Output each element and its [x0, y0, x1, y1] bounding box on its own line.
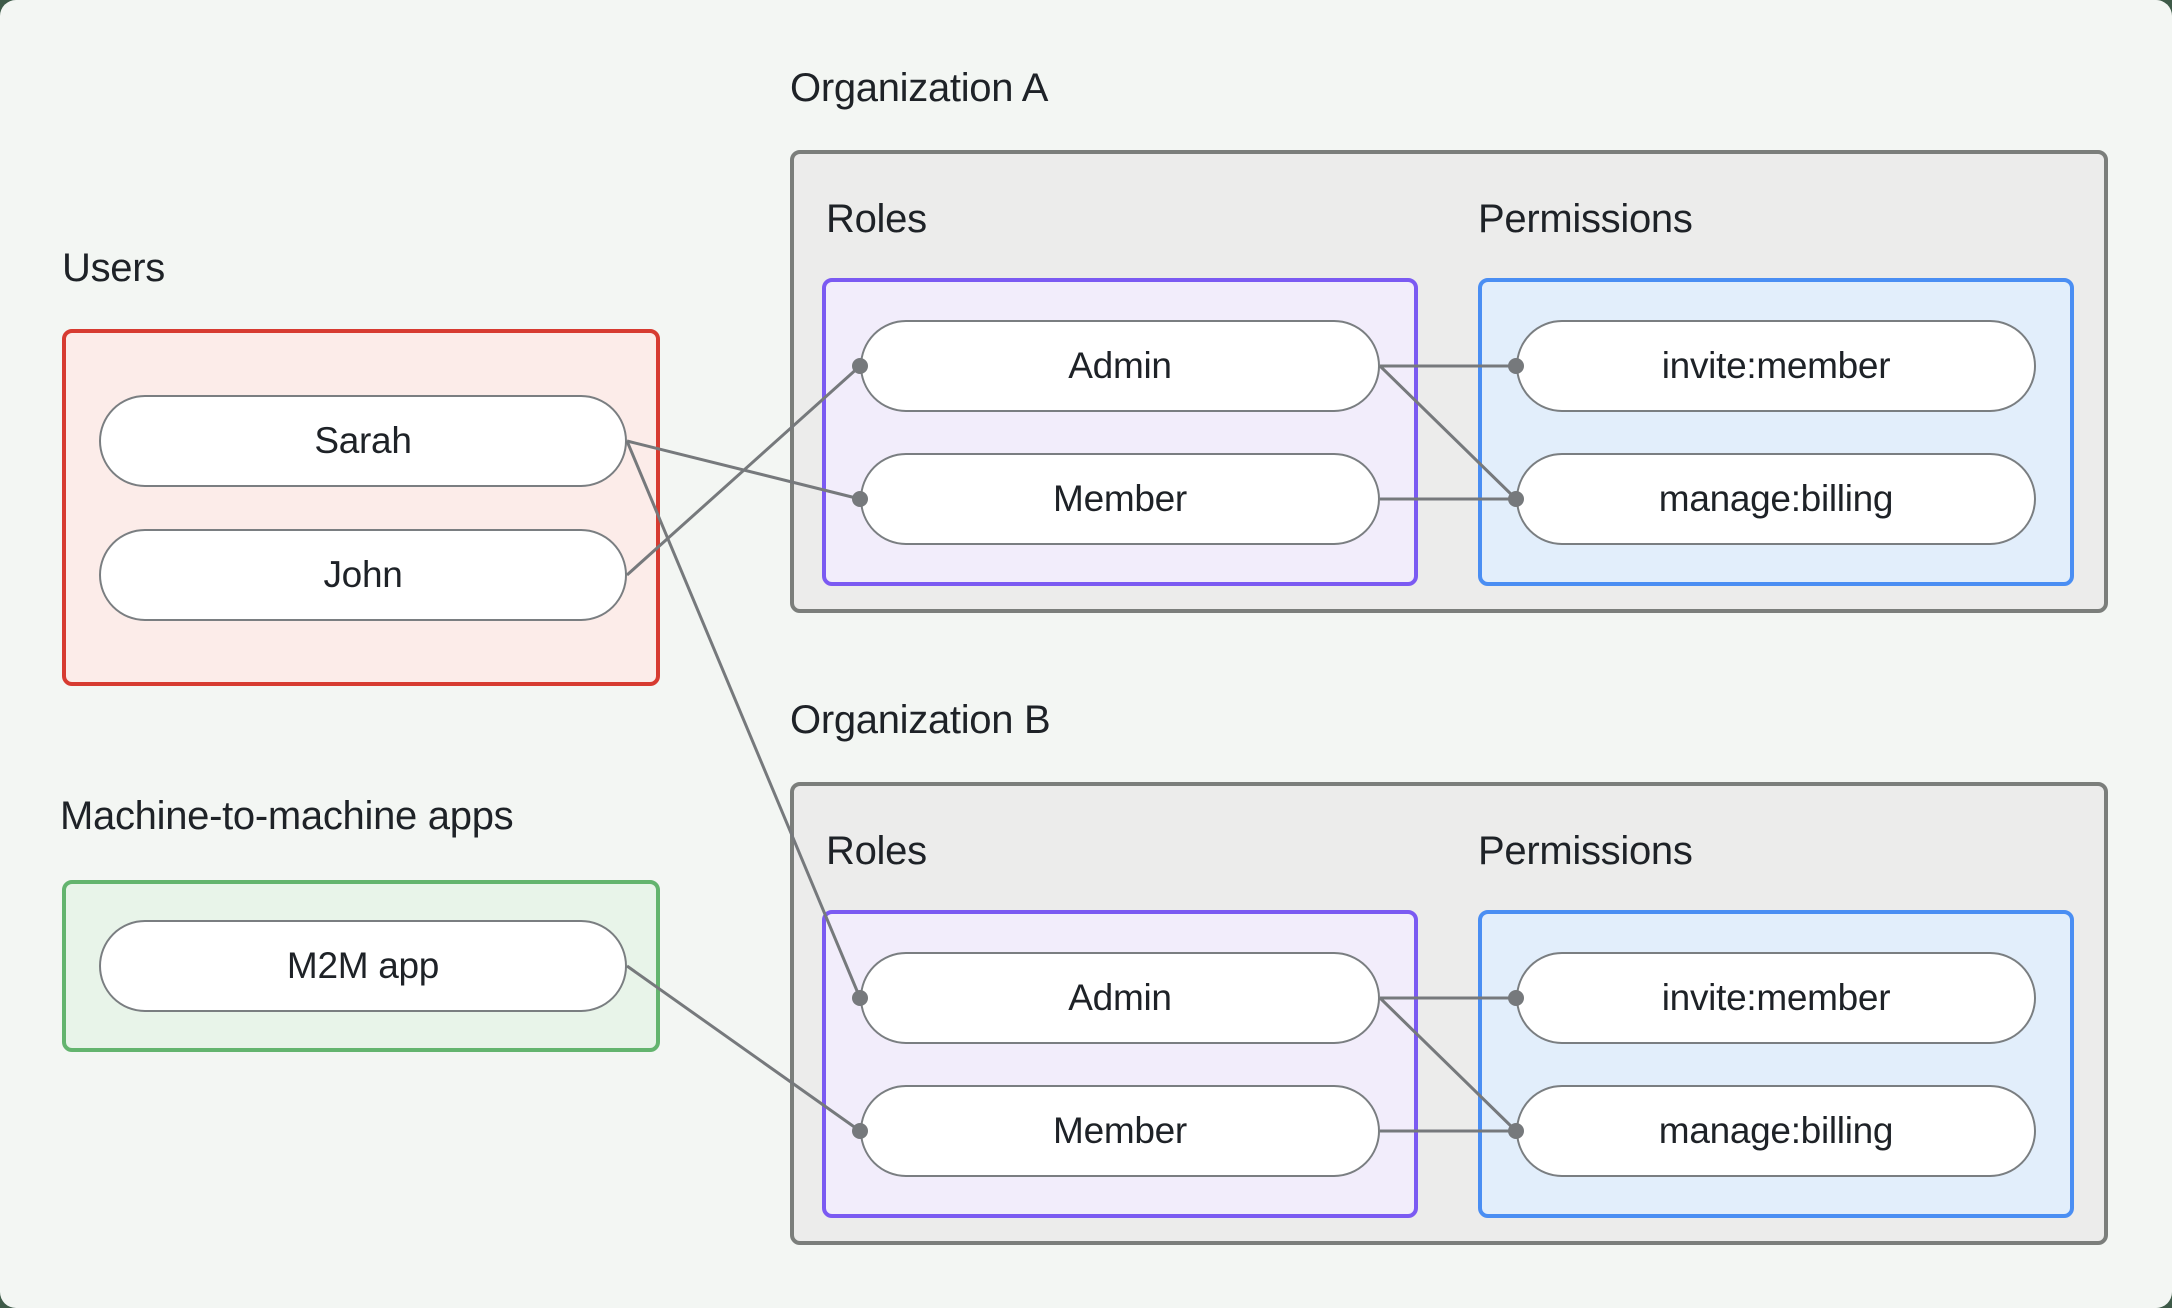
node-org-b-role-member: Member: [860, 1085, 1380, 1177]
node-org-a-perm-manage-billing: manage:billing: [1516, 453, 2036, 545]
m2m-group-box: M2M app: [62, 880, 660, 1052]
node-org-b-role-admin: Admin: [860, 952, 1380, 1044]
org-a-permissions-box: invite:member manage:billing: [1478, 278, 2074, 586]
node-org-a-role-admin: Admin: [860, 320, 1380, 412]
users-group-box: Sarah John: [62, 329, 660, 686]
org-a-roles-label: Roles: [826, 197, 927, 241]
org-b-title: Organization B: [790, 698, 1051, 742]
node-org-b-perm-manage-billing: manage:billing: [1516, 1085, 2036, 1177]
node-m2m-app: M2M app: [99, 920, 627, 1012]
node-org-a-role-admin-label: Admin: [1068, 345, 1172, 386]
node-user-john: John: [99, 529, 627, 621]
node-org-b-role-member-label: Member: [1053, 1110, 1187, 1151]
node-org-b-perm-invite-member: invite:member: [1516, 952, 2036, 1044]
org-b-roles-label: Roles: [826, 829, 927, 873]
org-b-permissions-box: invite:member manage:billing: [1478, 910, 2074, 1218]
org-b-permissions-label: Permissions: [1478, 829, 1693, 873]
node-org-a-role-member: Member: [860, 453, 1380, 545]
org-a-title: Organization A: [790, 66, 1049, 110]
node-org-b-perm-manage-billing-label: manage:billing: [1658, 1110, 1894, 1151]
node-org-a-perm-invite-member-label: invite:member: [1661, 345, 1891, 386]
node-org-b-perm-invite-member-label: invite:member: [1661, 977, 1891, 1018]
m2m-section-label: Machine-to-machine apps: [60, 794, 514, 838]
org-b-box: Roles Permissions Admin Member invite:me…: [790, 782, 2108, 1245]
node-org-a-perm-invite-member: invite:member: [1516, 320, 2036, 412]
node-user-john-label: John: [323, 554, 403, 595]
node-user-sarah: Sarah: [99, 395, 627, 487]
org-a-box: Roles Permissions Admin Member invite:me…: [790, 150, 2108, 613]
node-org-a-perm-manage-billing-label: manage:billing: [1658, 478, 1894, 519]
org-b-roles-box: Admin Member: [822, 910, 1418, 1218]
node-user-sarah-label: Sarah: [314, 420, 412, 461]
users-section-label: Users: [62, 246, 165, 290]
org-a-roles-box: Admin Member: [822, 278, 1418, 586]
node-org-b-role-admin-label: Admin: [1068, 977, 1172, 1018]
node-org-a-role-member-label: Member: [1053, 478, 1187, 519]
org-a-permissions-label: Permissions: [1478, 197, 1693, 241]
node-m2m-app-label: M2M app: [286, 945, 440, 986]
